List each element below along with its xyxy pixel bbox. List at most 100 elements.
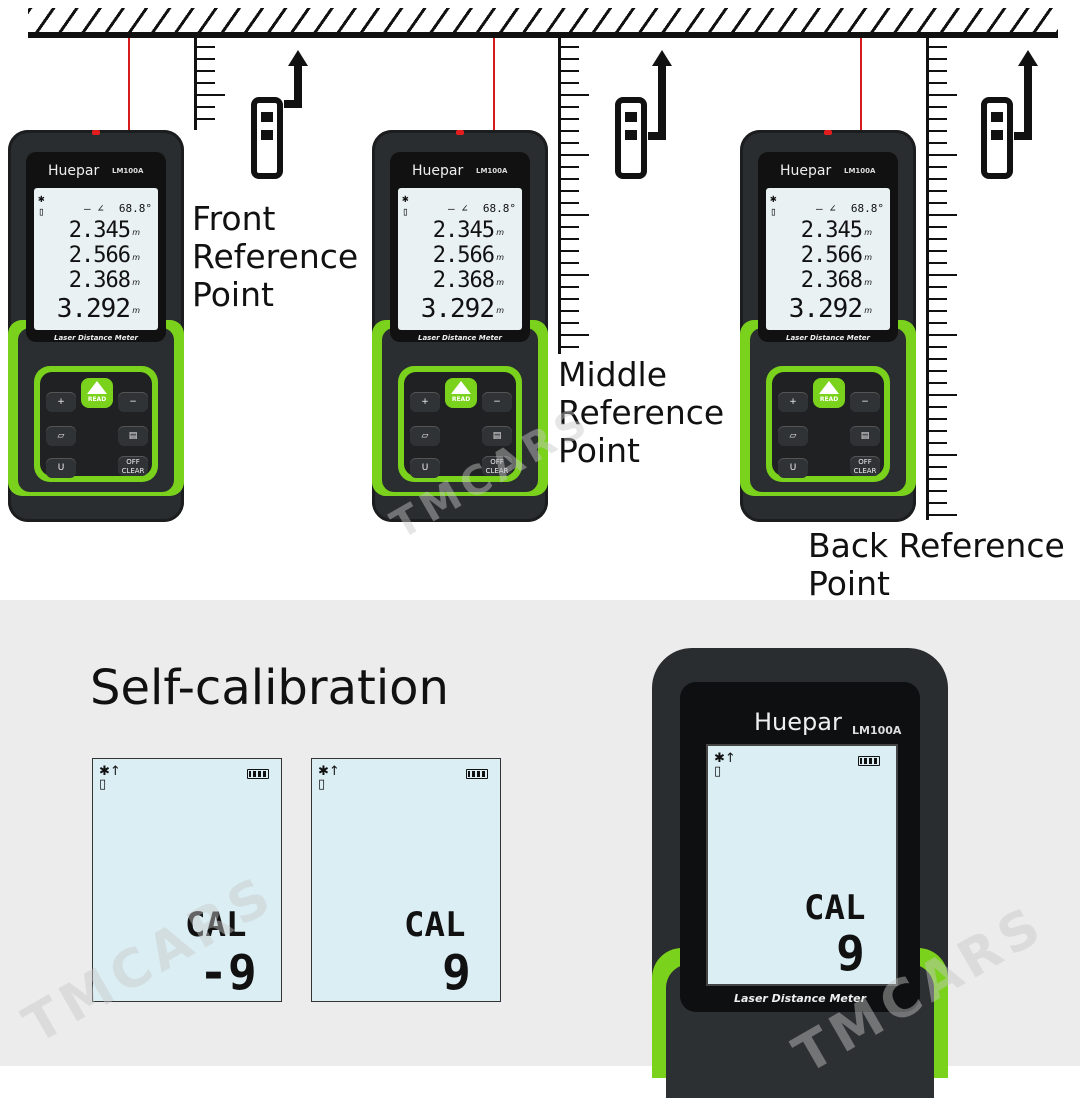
laser-emitter: [92, 130, 100, 135]
ruler-tick: [929, 82, 947, 84]
closeup-lcd: ✱↑▯ CAL 9: [706, 744, 898, 986]
minus-button[interactable]: −: [850, 392, 880, 412]
ruler-tick: [561, 286, 579, 288]
calibration-screen-positive: ✱↑▯ CAL 9: [311, 758, 501, 1002]
reference-arrow-icon: [615, 50, 672, 179]
ruler-tick: [929, 418, 947, 420]
save-button[interactable]: ▤: [482, 426, 512, 446]
ruler-tick: [561, 82, 579, 84]
product-label: Laser Distance Meter: [733, 992, 867, 1005]
reading-2: 2.566: [68, 243, 131, 268]
laser-front-icon: ✱↑▯: [714, 751, 736, 779]
back-reference-label: Back Reference Point: [808, 527, 1065, 603]
ruler-tick: [561, 46, 579, 48]
reading-3: 2.368: [432, 268, 495, 293]
save-button[interactable]: ▤: [850, 426, 880, 446]
ruler-tick: [929, 46, 947, 48]
save-button[interactable]: ▤: [118, 426, 148, 446]
ruler-tick: [929, 346, 947, 348]
reference-arrow-icon: [981, 50, 1038, 179]
ruler-tick: [561, 322, 579, 324]
ruler-tick: [561, 310, 579, 312]
ruler-tick: [561, 214, 589, 216]
brand-logo: Huepar: [754, 708, 842, 736]
battery-icon: [466, 769, 488, 779]
ruler-tick: [197, 70, 215, 72]
model-label: LM100A: [112, 167, 144, 175]
ruler-tick: [929, 358, 947, 360]
unit-label: m: [864, 228, 872, 237]
label-line: Front: [192, 199, 276, 238]
ruler-tick: [929, 190, 947, 192]
ruler-tick: [561, 118, 579, 120]
model-label: LM100A: [852, 724, 902, 737]
ruler-tick: [929, 466, 947, 468]
device-lcd: ✱▯ 68.8° — ∠ 2.345 m 2.566 m 2.368 m 3.2…: [34, 188, 158, 330]
ruler-tick: [929, 250, 947, 252]
unit-label: m: [132, 306, 140, 315]
ruler-tick: [929, 58, 947, 60]
reading-1: 2.345: [800, 218, 863, 243]
minus-button[interactable]: −: [118, 392, 148, 412]
reading-2: 2.566: [800, 243, 863, 268]
area-mode-button[interactable]: ▱: [778, 426, 808, 446]
reference-unit-button[interactable]: U: [46, 458, 76, 478]
angle-icon: — ∠: [816, 202, 836, 215]
ruler-tick: [561, 238, 579, 240]
unit-label: m: [132, 278, 140, 287]
ruler-tick: [197, 58, 215, 60]
label-line: Middle: [558, 355, 668, 394]
area-mode-button[interactable]: ▱: [410, 426, 440, 446]
calibration-title: Self-calibration: [90, 660, 449, 716]
unit-label: m: [496, 253, 504, 262]
laser-emitter: [456, 130, 464, 135]
area-mode-button[interactable]: ▱: [46, 426, 76, 446]
ruler-tick: [561, 298, 579, 300]
minus-button[interactable]: −: [482, 392, 512, 412]
unit-key-label: U: [421, 463, 429, 473]
ruler-tick: [929, 226, 947, 228]
unit-label: m: [864, 278, 872, 287]
ruler-tick: [561, 250, 579, 252]
label-line: Reference: [192, 237, 359, 276]
reference-unit-button[interactable]: U: [410, 458, 440, 478]
laser-beam-back: [860, 38, 862, 130]
ruler-tick: [561, 130, 579, 132]
ruler-tick: [929, 70, 947, 72]
plus-button[interactable]: +: [410, 392, 440, 412]
ruler-tick: [561, 142, 579, 144]
unit-label: m: [132, 253, 140, 262]
ruler-tick: [929, 286, 947, 288]
ruler-tick: [197, 82, 215, 84]
ruler-tick: [561, 166, 579, 168]
label-line: Point: [558, 431, 640, 470]
brand-logo: Huepar: [412, 163, 464, 179]
read-label: READ: [87, 396, 107, 403]
product-label: Laser Distance Meter: [785, 334, 870, 342]
unit-label: m: [496, 278, 504, 287]
read-triangle-icon: [819, 381, 839, 394]
clear-label: CLEAR: [121, 467, 145, 475]
plus-button[interactable]: +: [46, 392, 76, 412]
reference-unit-button[interactable]: U: [778, 458, 808, 478]
plus-button[interactable]: +: [778, 392, 808, 412]
cal-label: CAL: [804, 888, 866, 928]
angle-reading: 68.8°: [118, 202, 152, 215]
ruler-tick: [197, 106, 215, 108]
reading-4: 3.292: [56, 294, 131, 324]
label-line: Point: [808, 564, 890, 603]
calibration-screen-negative: ✱↑▯ CAL -9: [92, 758, 282, 1002]
ruler-tick: [561, 334, 589, 336]
cal-label: CAL: [404, 905, 466, 945]
laser-front-icon: ✱▯: [770, 192, 777, 218]
ruler-tick: [561, 154, 589, 156]
clear-label: CLEAR: [485, 467, 509, 475]
ruler-tick: [561, 178, 579, 180]
cal-label: CAL: [185, 905, 247, 945]
laser-beam-front: [128, 38, 130, 130]
ruler-tick: [929, 406, 947, 408]
ruler-tick: [929, 94, 957, 96]
